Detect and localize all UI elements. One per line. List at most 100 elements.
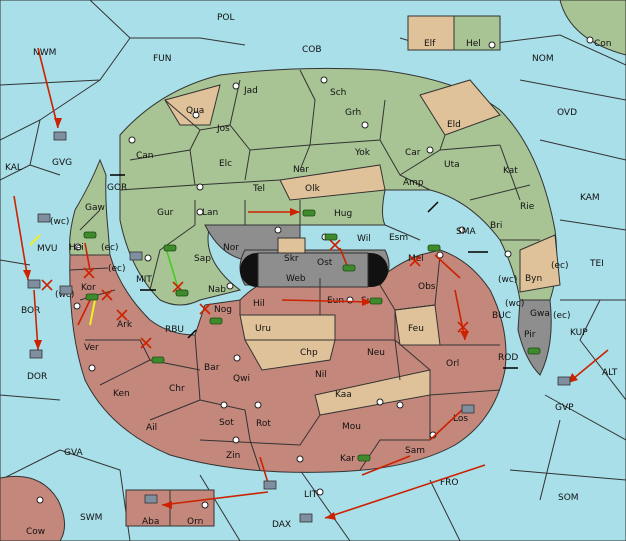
- fail-x-icon: [199, 303, 211, 315]
- label-bor: BOR: [21, 306, 40, 316]
- label-nog: Nog: [214, 305, 232, 315]
- army-icon: [163, 244, 177, 252]
- fail-x-icon: [409, 255, 421, 267]
- coast-label-hei: (ec): [101, 243, 119, 253]
- label-kar: Kar: [340, 454, 355, 464]
- fail-x-icon: [116, 309, 128, 321]
- label-pol: POL: [217, 13, 235, 23]
- label-sot: Sot: [219, 418, 234, 428]
- olk-province[interactable]: [279, 164, 386, 201]
- label-eld: Eld: [447, 120, 461, 130]
- label-mvu: MVU: [37, 244, 58, 254]
- army-units: [83, 209, 541, 462]
- label-mou: Mou: [342, 422, 361, 432]
- label-nil: Nil: [315, 370, 327, 380]
- fail-x-icon: [329, 239, 341, 251]
- label-tel: Tel: [252, 184, 265, 194]
- label-qwi: Qwi: [233, 374, 250, 384]
- label-byn: Byn: [525, 274, 542, 284]
- label-bri: Bri: [490, 221, 502, 231]
- label-chr: Chr: [169, 384, 185, 394]
- army-icon: [85, 293, 99, 301]
- convoy-line-mvu: [29, 234, 41, 246]
- move-arrow-fro-dax: [324, 464, 486, 519]
- byn-province[interactable]: [519, 234, 561, 293]
- army-icon: [527, 347, 541, 355]
- gaw-region: [69, 158, 111, 256]
- fail-x-icon: [457, 321, 469, 333]
- army-icon: [324, 233, 338, 241]
- label-ver: Ver: [84, 343, 99, 353]
- move-arrow-zin-lit: [259, 456, 269, 484]
- support-line: [164, 244, 179, 289]
- label-zin: Zin: [226, 451, 240, 461]
- qua-province[interactable]: [164, 84, 221, 126]
- pir-gray-area[interactable]: [517, 299, 552, 376]
- label-can: Can: [136, 151, 154, 161]
- label-nar: Nar: [293, 165, 309, 175]
- fleet-icon: [263, 480, 277, 490]
- label-rot: Rot: [256, 419, 271, 429]
- army-icon: [369, 297, 383, 305]
- label-lan: Lan: [202, 208, 218, 218]
- label-wil: Wil: [357, 234, 371, 244]
- fail-x-icon: [101, 289, 113, 301]
- move-arrow-hil-sun: [281, 299, 373, 303]
- label-gor: GOR: [107, 183, 127, 193]
- coast-label-kor-ec: (ec): [108, 264, 126, 274]
- label-ost: Ost: [317, 258, 333, 268]
- army-icon: [209, 317, 223, 325]
- label-grh: Grh: [345, 108, 361, 118]
- label-uta: Uta: [444, 160, 460, 170]
- label-pir: Pir: [524, 330, 536, 340]
- label-jos: Jos: [216, 124, 230, 134]
- label-los: Los: [453, 414, 468, 424]
- coast-label-mvu: (wc): [50, 217, 69, 227]
- chp-province[interactable]: [244, 339, 336, 371]
- move-arrow-nwm-gvg: [37, 47, 59, 129]
- label-ovd: OVD: [557, 108, 577, 118]
- label-elc: Elc: [219, 159, 232, 169]
- label-skr: Skr: [284, 254, 299, 264]
- convoy-line-kor: [89, 299, 96, 326]
- label-alt: ALT: [602, 368, 618, 378]
- label-buc: BUC: [492, 311, 511, 321]
- move-arrow-sam-los: [429, 409, 463, 441]
- label-amp: Amp: [403, 178, 424, 188]
- label-orl: Orl: [446, 359, 459, 369]
- label-lit: LIT: [304, 490, 318, 500]
- label-fro: FRO: [440, 478, 459, 488]
- label-cow: Cow: [26, 527, 45, 537]
- fleet-icon: [557, 376, 571, 386]
- move-arrow-kor-ver: [77, 299, 91, 326]
- label-yok: Yok: [354, 148, 371, 158]
- label-car: Car: [405, 148, 421, 158]
- label-obs: Obs: [418, 282, 436, 292]
- fleet-icon: [53, 131, 67, 141]
- label-esm: Esm: [389, 233, 408, 243]
- eld-province[interactable]: [419, 79, 501, 136]
- fleet-icon: [299, 513, 313, 523]
- label-ail: Ail: [146, 423, 157, 433]
- move-arrow-mel-obs: [434, 254, 461, 279]
- label-hei: Hei: [69, 243, 84, 253]
- label-gvg: GVG: [52, 158, 72, 168]
- coast-label-byn-ec: (ec): [551, 261, 569, 271]
- fleet-icon: [37, 213, 51, 223]
- label-rbu: RBU: [165, 325, 184, 335]
- label-sam: Sam: [405, 446, 425, 456]
- label-con: Con: [594, 39, 612, 49]
- army-icon: [342, 264, 356, 272]
- sma-diag-arrow-icon: [427, 201, 439, 213]
- coast-label-gwa-wc: (wc): [505, 299, 524, 309]
- move-arrow-kar-sam: [361, 455, 411, 476]
- label-dor: DOR: [27, 372, 47, 382]
- fleet-icon: [29, 349, 43, 359]
- label-tei: TEI: [589, 259, 604, 269]
- label-kor: Kor: [81, 283, 96, 293]
- province-labels: POL COB FUN NWM NOM KAL OVD KAM TEI ALT …: [5, 13, 618, 537]
- label-gva: GVA: [64, 448, 84, 458]
- order-arrows: [13, 47, 609, 519]
- cow-island[interactable]: [0, 475, 65, 541]
- army-icon: [302, 209, 316, 217]
